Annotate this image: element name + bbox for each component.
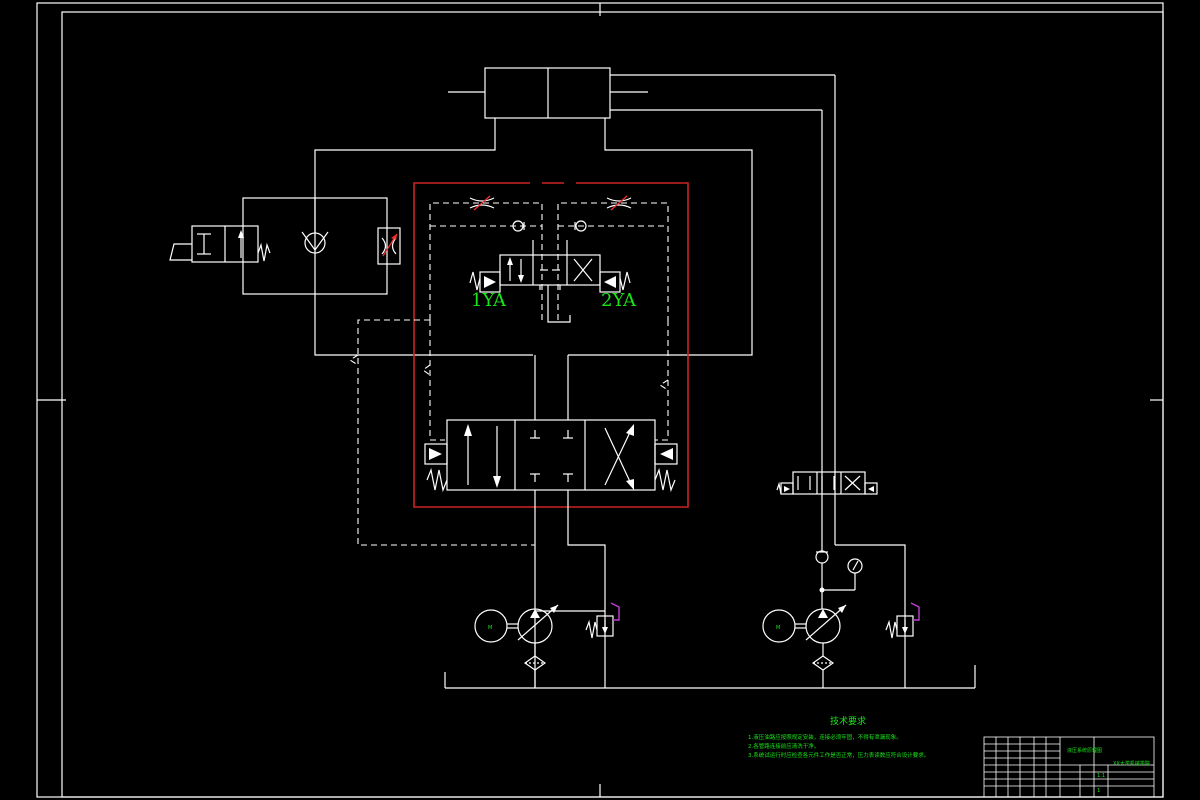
left-check-valve-assembly	[169, 197, 401, 295]
note-item-1: 1.液压油路应按照规定安装，连接必须牢固，不得有泄漏现象。	[748, 733, 902, 741]
solenoid-1ya-label: 1YA	[471, 290, 507, 311]
throttle-check-valves	[429, 195, 669, 320]
right-motor-label: M	[776, 625, 780, 631]
technical-notes: 技术要求 1.液压油路应按照规定安装，连接必须牢固，不得有泄漏现象。 2.各管路…	[748, 715, 929, 759]
unloading-valve	[776, 471, 878, 495]
solenoid-2ya-label: 2YA	[601, 290, 637, 311]
title-block-sheet: 1	[1097, 788, 1100, 794]
right-pump-unit: M	[762, 550, 920, 688]
pilot-dashed-lines	[348, 319, 669, 546]
left-motor-label: M	[488, 625, 492, 631]
title-block-school: XX大学机械学院	[1113, 760, 1150, 767]
tank-return-line	[444, 665, 976, 689]
title-block-scale: 1:1	[1097, 773, 1105, 779]
hydraulic-cylinder	[314, 67, 835, 356]
main-directional-valve	[424, 355, 678, 688]
note-item-2: 2.各管路连接前应清洗干净。	[748, 742, 819, 750]
pilot-valve-box	[413, 182, 689, 508]
sheet-border	[36, 2, 1164, 798]
note-item-3: 3.系统试运行时应检查各元件工作是否正常，压力表读数应符合设计要求。	[748, 751, 929, 759]
title-block-drawing-name: 液压系统原理图	[1067, 747, 1102, 754]
pressure-pipes-right	[821, 75, 906, 688]
title-block: 液压系统原理图 XX大学机械学院 1:1 1	[983, 736, 1155, 798]
notes-title: 技术要求	[830, 715, 866, 727]
left-pump-unit: M	[474, 602, 620, 688]
pilot-directional-valve	[469, 240, 631, 323]
